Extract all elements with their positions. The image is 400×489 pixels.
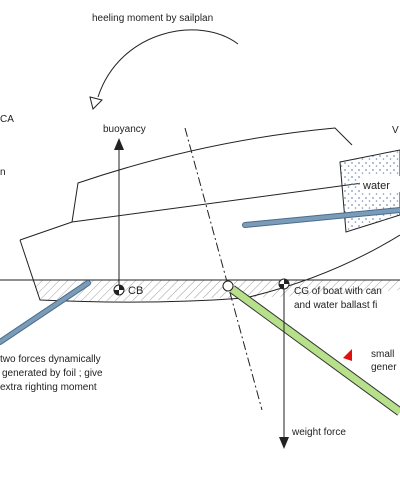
- keel-pivot: [222, 280, 234, 292]
- left-fragment-1: CA: [0, 114, 14, 125]
- weight-force-arrowhead-icon: [279, 437, 289, 449]
- small-label-line2: gener: [371, 362, 397, 373]
- cg-label-line1: CG of boat with can: [294, 286, 382, 297]
- keel-fill: [229, 286, 400, 415]
- cb-label: CB: [128, 285, 143, 297]
- right-fragment: V: [392, 125, 399, 136]
- heeling-moment-arrowhead-icon: [89, 96, 103, 110]
- cg-label-line2: and water ballast fi: [294, 300, 377, 311]
- hull-underwater-area: [32, 280, 400, 302]
- water-label-bg: [360, 176, 400, 192]
- heeling-moment-arrow: [97, 29, 239, 98]
- foil-forces-line1: two forces dynamically: [0, 354, 101, 365]
- cabin-outline: [71, 127, 353, 223]
- buoyancy-label: buoyancy: [103, 124, 146, 135]
- mast-axis: [184, 127, 263, 411]
- left-fragment-2: n: [0, 167, 6, 178]
- heeling-moment-label: heeling moment by sailplan: [92, 13, 213, 24]
- leeward-foil-fill: [0, 281, 90, 344]
- small-label-line1: small: [371, 349, 394, 360]
- water-label: water: [362, 180, 390, 192]
- windward-foil-fill: [243, 208, 400, 227]
- foil-forces-line3: extra righting moment: [0, 382, 97, 393]
- foil-forces-line2: generated by foil ; give: [2, 368, 103, 379]
- weight-force-label: weight force: [291, 427, 346, 438]
- center-of-buoyancy-icon: [113, 284, 125, 296]
- center-of-gravity-icon: [278, 278, 290, 290]
- buoyancy-arrowhead-icon: [114, 138, 124, 150]
- red-marker-icon: [343, 349, 352, 361]
